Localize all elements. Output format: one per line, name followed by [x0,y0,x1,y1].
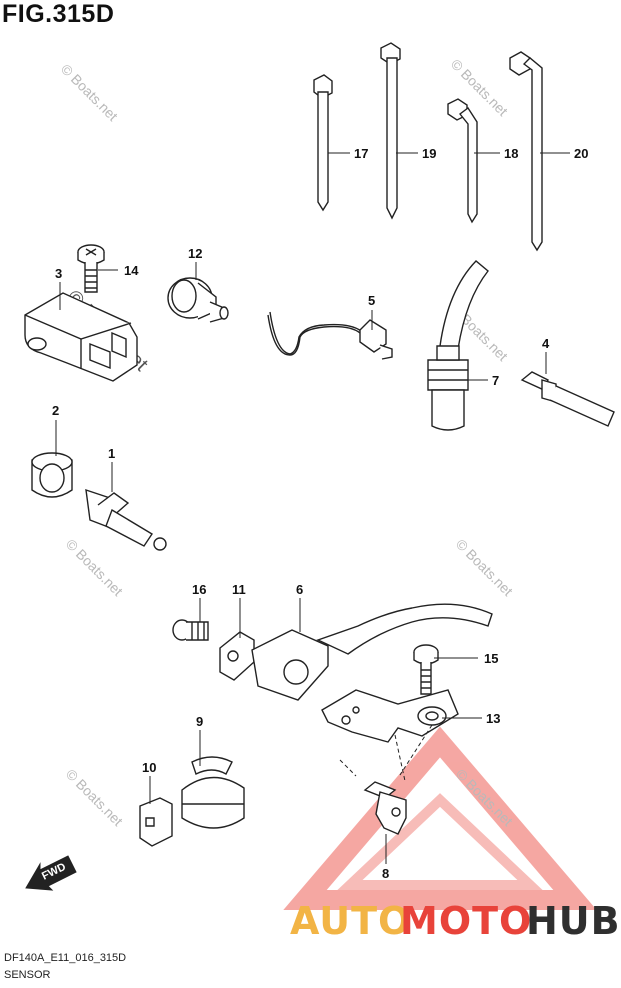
callout-1: 1 [108,446,115,461]
callout-6: 6 [296,582,303,597]
callout-8: 8 [382,866,389,881]
leader-lines [55,152,570,864]
part-3-sensor [24,292,138,382]
part-17-cable-tie [313,74,333,212]
callout-numbers: 17 19 18 20 14 3 12 5 4 7 2 1 16 11 6 15… [52,146,588,881]
wm-5: © Boats.net [453,536,516,599]
callout-18: 18 [504,146,518,161]
callout-5: 5 [368,293,375,308]
callout-12: 12 [188,246,202,261]
dashed-leaders [339,724,433,782]
callout-16: 16 [192,582,206,597]
part-8-sensor [363,781,407,835]
callout-4: 4 [542,336,550,351]
part-10-clip [139,797,173,847]
figure-title: FIG.315D [2,0,115,28]
watermark-triangle [283,726,597,910]
part-14-bolt [77,244,105,293]
brand-hub: HUB [526,899,621,943]
wm-1: © Boats.net [58,61,121,124]
part-19-cable-tie [380,42,401,220]
callout-7: 7 [492,373,499,388]
part-15-bolt [413,644,439,695]
part-1-sensor [85,488,167,551]
fwd-arrow: FWD [25,855,77,891]
callout-3: 3 [55,266,62,281]
callout-15: 15 [484,651,498,666]
callout-14: 14 [124,263,139,278]
part-6-sensor [251,603,493,701]
callout-13: 13 [486,711,500,726]
figure-caption: SENSOR [4,969,51,981]
part-16-bolt [172,619,209,641]
callout-10: 10 [142,760,156,775]
wm-4: © Boats.net [63,536,126,599]
figure-code: DF140A_E11_016_315D [4,952,127,964]
part-12-pressure-switch [167,277,229,323]
part-9-clamp [181,756,245,829]
callout-19: 19 [422,146,436,161]
part-7-oxygen-sensor [427,260,489,431]
brand-moto: MOTO [400,899,532,943]
part-4-temp-sensor [520,371,615,427]
brand-auto: AUTO [290,899,411,943]
part-18-cable-tie [447,98,478,224]
callout-2: 2 [52,403,59,418]
part-5-knock-sensor [267,311,393,360]
callout-11: 11 [232,582,246,597]
callout-9: 9 [196,714,203,729]
part-13-bracket [321,689,459,743]
part-11-bracket [219,631,255,681]
callout-17: 17 [354,146,368,161]
wm-6: © Boats.net [63,766,126,829]
brand-watermark: AUTO MOTO HUB [290,899,621,943]
part-20-cable-tie [509,51,543,252]
part-2-grommet [31,452,73,498]
callout-20: 20 [574,146,588,161]
